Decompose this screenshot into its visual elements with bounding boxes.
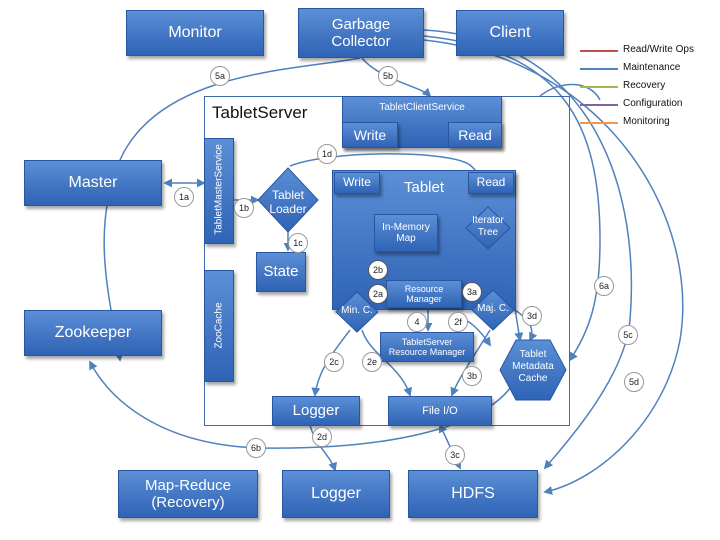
maj-c-diamond	[471, 289, 515, 331]
badge-5a: 5a	[210, 66, 230, 86]
resource-manager-label: Resource Manager	[404, 283, 444, 304]
ts-resource-manager-label: TabletServer Resource Manager	[388, 336, 466, 357]
hdfs-box: HDFS	[408, 470, 538, 518]
tablet-client-service-label: TabletClientService	[379, 102, 465, 113]
in-memory-map-label: In-Memory Map	[382, 221, 430, 245]
badge-6b: 6b	[246, 438, 266, 458]
client-box: Client	[456, 10, 564, 56]
write-tcs-label: Write	[353, 126, 387, 143]
logger-bottom-label: Logger	[311, 484, 361, 502]
badge-3a: 3a	[462, 282, 482, 302]
legend-swatch	[580, 86, 618, 88]
tablet-master-service-label: TabletMasterService	[213, 144, 225, 235]
edge-5b	[361, 57, 432, 98]
edge-2d	[309, 424, 337, 472]
master-label: Master	[68, 173, 118, 191]
edge-5a	[103, 57, 361, 362]
read-tablet-box: Read	[468, 172, 514, 194]
write-tcs-box: Write	[342, 122, 398, 148]
tablet-label: Tablet	[403, 179, 445, 196]
legend-label: Read/Write Ops	[623, 44, 694, 55]
zoocache-label: ZooCache	[213, 302, 225, 349]
ts-resource-manager-box: TabletServer Resource Manager	[380, 332, 474, 362]
badge-5c: 5c	[618, 325, 638, 345]
tablet-metadata-cache-label: Tablet Metadata Cache	[512, 349, 554, 384]
legend-swatch	[580, 122, 618, 124]
legend-swatch	[580, 68, 618, 70]
garbage-collector-box: Garbage Collector	[298, 8, 424, 58]
monitor-label: Monitor	[168, 23, 222, 41]
legend-item-configuration: Configuration	[580, 98, 720, 112]
legend-item-monitoring: Monitoring	[580, 116, 720, 130]
badge-2b: 2b	[368, 260, 388, 280]
badge-3c: 3c	[445, 445, 465, 465]
iterator-tree-diamond	[465, 206, 511, 250]
in-memory-map-box: In-Memory Map	[374, 214, 438, 252]
tablet-loader-label: Tablet Loader	[269, 188, 307, 217]
edge-tcs-right	[539, 83, 601, 101]
badge-2a: 2a	[368, 284, 388, 304]
garbage-collector-label: Garbage Collector	[331, 15, 391, 50]
badge-2c: 2c	[324, 352, 344, 372]
logger-inner-label: Logger	[292, 402, 340, 420]
tablet-master-service-box	[204, 138, 234, 244]
read-tcs-label: Read	[458, 126, 492, 143]
badge-2f: 2f	[448, 312, 468, 332]
badge-5b: 5b	[378, 66, 398, 86]
min-c-label: Min. C.	[341, 305, 373, 316]
read-tcs-box: Read	[448, 122, 502, 148]
edge-3b	[450, 329, 491, 397]
badge-1c: 1c	[288, 233, 308, 253]
badge-6a: 6a	[594, 276, 614, 296]
badge-1a: 1a	[174, 187, 194, 207]
iterator-tree-label: Iterator Tree	[472, 215, 504, 238]
badge-1d: 1d	[317, 144, 337, 164]
read-tablet-label: Read	[476, 175, 506, 190]
state-label: State	[263, 263, 299, 281]
master-box: Master	[24, 160, 162, 206]
tabletserver-title: TabletServer	[212, 103, 308, 122]
legend-item-read-write: Read/Write Ops	[580, 44, 720, 58]
legend-swatch	[580, 104, 618, 106]
file-io-label: File I/O	[422, 404, 458, 417]
zookeeper-label: Zookeeper	[54, 323, 132, 341]
edge-6a	[423, 35, 601, 362]
map-reduce-box: Map-Reduce (Recovery)	[118, 470, 258, 518]
monitor-box: Monitor	[126, 10, 264, 56]
badge-2e: 2e	[362, 352, 382, 372]
hdfs-label: HDFS	[451, 484, 495, 502]
badge-3d: 3d	[522, 306, 542, 326]
zookeeper-box: Zookeeper	[24, 310, 162, 356]
badge-4: 4	[407, 312, 427, 332]
write-tablet-label: Write	[343, 175, 371, 190]
map-reduce-label: Map-Reduce (Recovery)	[145, 476, 231, 511]
min-c-diamond	[335, 291, 379, 333]
badge-2d: 2d	[312, 427, 332, 447]
edge-5c	[423, 29, 633, 470]
logger-inner-box: Logger	[272, 396, 360, 426]
legend-label: Monitoring	[623, 116, 670, 127]
legend-label: Maintenance	[623, 62, 681, 73]
legend-item-recovery: Recovery	[580, 80, 720, 94]
zoocache-box	[204, 270, 234, 382]
state-box: State	[256, 252, 306, 292]
legend-item-maintenance: Maintenance	[580, 62, 720, 76]
logger-bottom-box: Logger	[282, 470, 390, 518]
edge-5d	[423, 39, 684, 495]
write-tablet-box: Write	[334, 172, 380, 194]
legend-label: Recovery	[623, 80, 666, 91]
badge-5d: 5d	[624, 372, 644, 392]
tablet-loader-diamond	[257, 167, 319, 233]
legend-label: Configuration	[623, 98, 683, 109]
badge-3b: 3b	[462, 366, 482, 386]
maj-c-label: Maj. C.	[477, 303, 509, 314]
tablet-metadata-cache-hexagon	[499, 339, 567, 401]
file-io-box: File I/O	[388, 396, 492, 426]
client-label: Client	[489, 23, 531, 41]
resource-manager-box: Resource Manager	[386, 280, 462, 308]
badge-1b: 1b	[234, 198, 254, 218]
legend-swatch	[580, 50, 618, 52]
